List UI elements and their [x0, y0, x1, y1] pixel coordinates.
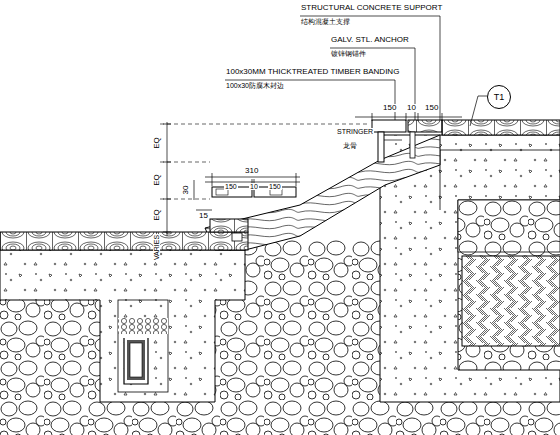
leader-label: 镀锌钢锚件 — [330, 50, 367, 57]
callout-circle: T1 — [487, 85, 511, 109]
dimension: EQ — [153, 208, 161, 222]
leader-label: 龙骨 — [342, 142, 358, 149]
leader-label: 100x30防腐木封边 — [225, 82, 285, 89]
dimension: 150 — [268, 183, 282, 190]
dimension: 150 — [424, 104, 439, 112]
dimension: EQ — [153, 136, 161, 150]
leader-label: 结构混凝土支撑 — [300, 18, 351, 25]
dimension: VARIES — [154, 233, 161, 260]
dimension: 10 — [249, 183, 259, 190]
dimension: 310 — [244, 167, 259, 175]
dimension: 150 — [224, 183, 238, 190]
leader-label: STRINGER — [336, 128, 374, 135]
dimension: 15 — [198, 212, 209, 220]
dimension: 150 — [382, 104, 397, 112]
dimension: 30 — [182, 185, 190, 196]
dimension: EQ — [153, 173, 161, 187]
leader-label: 100x30MM THICKTREATED TIMBER BANDING — [225, 68, 400, 76]
leader-label: STRUCTURAL CONCRETE SUPPORT — [300, 4, 443, 12]
dimension: 10 — [406, 104, 417, 112]
callout-text: T1 — [494, 93, 505, 102]
leader-label: GALV. STL. ANCHOR — [330, 36, 410, 44]
